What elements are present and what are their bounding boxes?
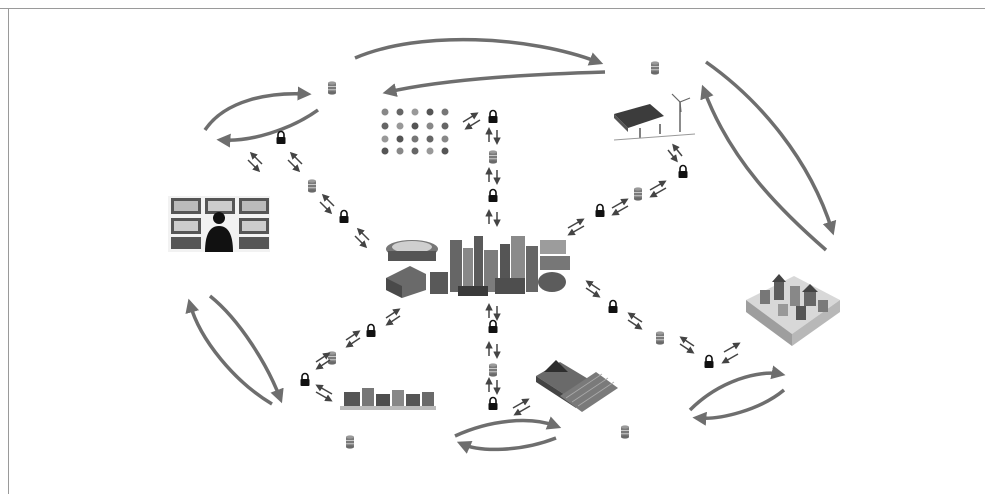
bidirectional-arrows-icon bbox=[650, 182, 666, 196]
operator-monitors-icon bbox=[168, 196, 270, 252]
bidirectional-arrows-icon bbox=[346, 332, 360, 346]
bidirectional-arrows-icon bbox=[489, 170, 497, 182]
lock-icon bbox=[277, 132, 286, 145]
control-room-node bbox=[168, 196, 270, 252]
database-icon bbox=[634, 187, 642, 200]
factory-buildings-cluster-icon bbox=[386, 236, 570, 298]
bidirectional-arrows-icon bbox=[668, 146, 682, 160]
bidirectional-arrows-icon bbox=[316, 354, 330, 368]
lock-icon bbox=[679, 166, 688, 179]
bidirectional-arrows-icon bbox=[680, 338, 694, 352]
cycle-arrow-left-upper-b bbox=[222, 110, 318, 140]
bidirectional-arrows-icon bbox=[463, 114, 480, 128]
cycle-arrow-right-lower-a bbox=[690, 373, 780, 410]
machinery-row-icon bbox=[340, 388, 436, 410]
lock-icon bbox=[705, 356, 714, 369]
bidirectional-arrows-icon bbox=[513, 400, 530, 414]
bidirectional-arrows-icon bbox=[628, 314, 642, 328]
bidirectional-arrows-icon bbox=[489, 344, 497, 356]
lock-icon bbox=[340, 211, 349, 224]
weather-data-node bbox=[382, 109, 449, 155]
database-icon bbox=[328, 351, 336, 364]
isometric-city-icon bbox=[746, 274, 840, 346]
database-icon bbox=[489, 150, 497, 163]
lock-icon bbox=[489, 111, 498, 124]
farm-barn-field-icon bbox=[536, 360, 618, 412]
bidirectional-arrows-icon bbox=[612, 200, 628, 214]
bidirectional-arrows-icon bbox=[248, 154, 262, 170]
lock-icon bbox=[489, 321, 498, 334]
bidirectional-arrows-icon bbox=[489, 380, 497, 392]
renewable-energy-node bbox=[614, 94, 695, 140]
bidirectional-arrows-icon bbox=[724, 344, 738, 362]
bidirectional-arrows-icon bbox=[355, 230, 369, 246]
central-industrial-hub-node bbox=[386, 236, 570, 298]
bidirectional-arrows-icon bbox=[316, 386, 332, 400]
solar-panel-wind-turbine-icon bbox=[614, 94, 695, 140]
bidirectional-arrows-icon bbox=[489, 130, 497, 142]
database-icon bbox=[651, 61, 659, 74]
database-icon bbox=[489, 363, 497, 376]
bidirectional-arrows-icon bbox=[568, 220, 584, 234]
lock-icon bbox=[609, 301, 618, 314]
bidirectional-arrows-icon bbox=[288, 154, 302, 170]
bidirectional-arrows-icon bbox=[320, 196, 334, 212]
cycle-arrow-bottom-b bbox=[462, 438, 556, 449]
bidirectional-arrows-icon bbox=[386, 310, 400, 324]
database-icon bbox=[621, 425, 629, 438]
lock-icon bbox=[489, 190, 498, 203]
lock-icon bbox=[489, 398, 498, 411]
weather-icons-grid-icon bbox=[382, 109, 449, 155]
lock-icon bbox=[596, 205, 605, 218]
bidirectional-arrows-icon bbox=[586, 282, 600, 296]
cycle-arrow-right-a bbox=[706, 62, 832, 230]
bidirectional-arrows-icon bbox=[489, 306, 497, 318]
database-icon bbox=[328, 81, 336, 94]
lock-icon bbox=[301, 374, 310, 387]
farm-node bbox=[536, 360, 618, 412]
residential-city-node bbox=[746, 274, 840, 346]
database-icon bbox=[308, 179, 316, 192]
cycle-arrow-bottom-a bbox=[455, 421, 556, 436]
cycle-arrow-top-right bbox=[355, 40, 598, 62]
lock-icon bbox=[367, 325, 376, 338]
database-icon bbox=[346, 435, 354, 448]
factory-machines-node bbox=[340, 388, 436, 410]
bidirectional-arrows-icon bbox=[489, 212, 497, 224]
cycle-arrow-top-left bbox=[388, 72, 605, 92]
database-icon bbox=[656, 331, 664, 344]
